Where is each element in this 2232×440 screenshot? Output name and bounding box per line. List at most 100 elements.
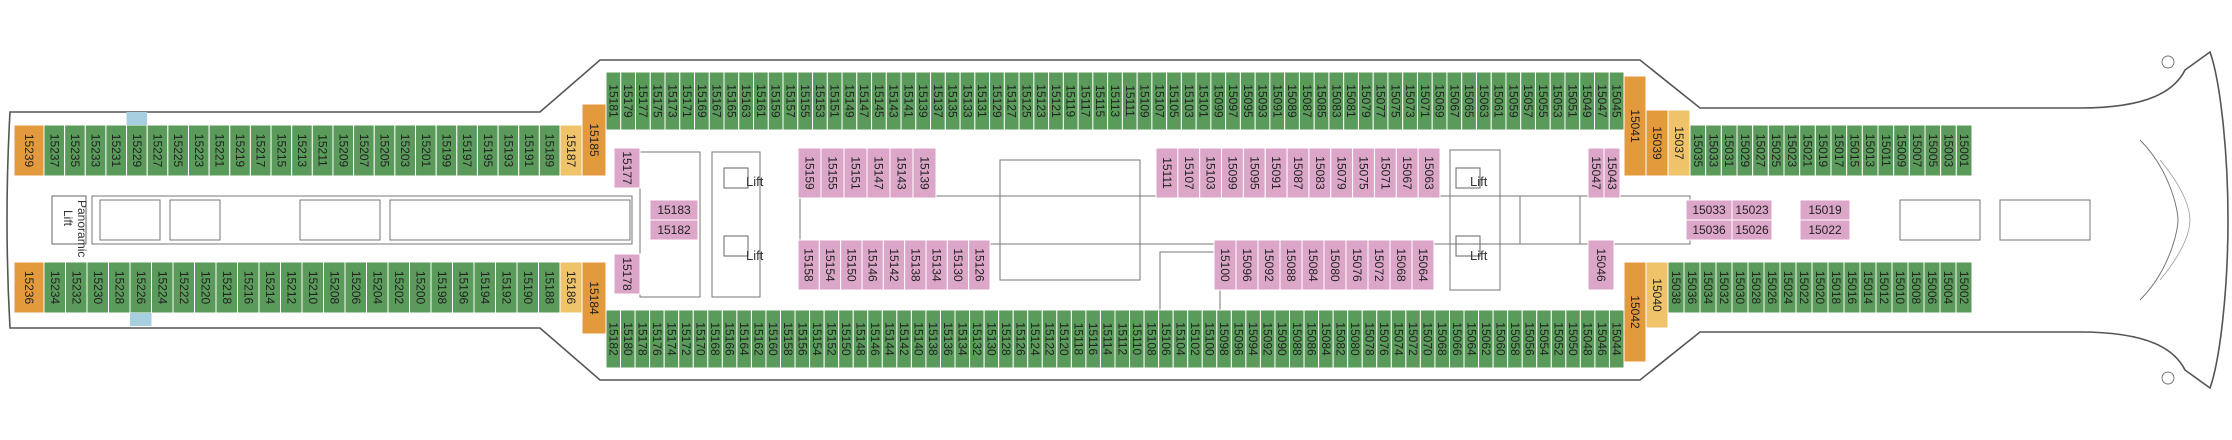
cabin-15019[interactable]: 15019 (1799, 199, 1851, 221)
cabin-15226[interactable]: 15226 (129, 261, 152, 314)
cabin-15066[interactable]: 15066 (1448, 309, 1465, 369)
cabin-15046[interactable]: 15046 (1594, 309, 1610, 369)
cabin-15052[interactable]: 15052 (1550, 309, 1567, 369)
cabin-15150[interactable]: 15150 (838, 309, 854, 369)
cabin-15070[interactable]: 15070 (1419, 309, 1436, 369)
cabin-15107[interactable]: 15107 (1177, 147, 1201, 199)
cabin-15069[interactable]: 15069 (1431, 71, 1448, 131)
cabin-15023[interactable]: 15023 (1783, 124, 1801, 177)
cabin-15062[interactable]: 15062 (1478, 309, 1494, 369)
cabin-15092[interactable]: 15092 (1257, 239, 1281, 291)
cabin-15095[interactable]: 15095 (1239, 71, 1256, 131)
cabin-15090[interactable]: 15090 (1274, 309, 1291, 369)
cabin-15096[interactable]: 15096 (1230, 309, 1247, 369)
cabin-15063[interactable]: 15063 (1417, 147, 1441, 199)
cabin-15235[interactable]: 15235 (64, 124, 86, 177)
cabin-15231[interactable]: 15231 (105, 124, 128, 177)
cabin-15049[interactable]: 15049 (1579, 71, 1595, 131)
cabin-15112[interactable]: 15112 (1114, 309, 1131, 369)
cabin-15038[interactable]: 15038 (1667, 261, 1685, 314)
cabin-15068[interactable]: 15068 (1434, 309, 1450, 369)
cabin-15198[interactable]: 15198 (430, 261, 453, 314)
cabin-15227[interactable]: 15227 (146, 124, 169, 177)
cabin-15177[interactable]: 15177 (613, 147, 641, 189)
cabin-15130[interactable]: 15130 (946, 239, 970, 291)
cabin-15018[interactable]: 15018 (1827, 261, 1845, 314)
cabin-15091[interactable]: 15091 (1264, 147, 1288, 199)
cabin-15015[interactable]: 15015 (1846, 124, 1863, 177)
cabin-15139[interactable]: 15139 (912, 147, 937, 199)
cabin-15022[interactable]: 15022 (1799, 219, 1851, 241)
cabin-15158[interactable]: 15158 (797, 239, 820, 291)
cabin-15057[interactable]: 15057 (1520, 71, 1536, 131)
cabin-15078[interactable]: 15078 (1361, 309, 1378, 369)
cabin-15164[interactable]: 15164 (736, 309, 752, 369)
cabin-15133[interactable]: 15133 (959, 71, 976, 131)
cabin-15234[interactable]: 15234 (43, 261, 66, 314)
cabin-15181[interactable]: 15181 (605, 71, 622, 131)
cabin-15211[interactable]: 15211 (311, 124, 334, 177)
cabin-15124[interactable]: 15124 (1027, 309, 1043, 369)
cabin-15168[interactable]: 15168 (707, 309, 723, 369)
cabin-15006[interactable]: 15006 (1923, 261, 1941, 314)
cabin-15080[interactable]: 15080 (1323, 239, 1347, 291)
cabin-15182[interactable]: 15182 (605, 309, 622, 369)
cabin-15003[interactable]: 15003 (1940, 124, 1957, 177)
cabin-15138[interactable]: 15138 (925, 309, 941, 369)
cabin-15213[interactable]: 15213 (291, 124, 313, 177)
cabin-15083[interactable]: 15083 (1328, 71, 1345, 131)
cabin-15137[interactable]: 15137 (930, 71, 946, 131)
cabin-15071[interactable]: 15071 (1373, 147, 1397, 199)
cabin-15111[interactable]: 15111 (1155, 147, 1179, 199)
cabin-15189[interactable]: 15189 (538, 124, 561, 177)
cabin-15236[interactable]: 15236 (13, 261, 45, 314)
cabin-15118[interactable]: 15118 (1070, 309, 1087, 369)
cabin-15221[interactable]: 15221 (208, 124, 231, 177)
cabin-15017[interactable]: 15017 (1830, 124, 1848, 177)
cabin-15089[interactable]: 15089 (1284, 71, 1300, 131)
cabin-15087[interactable]: 15087 (1286, 147, 1310, 199)
cabin-15182[interactable]: 15182 (649, 219, 699, 241)
cabin-15127[interactable]: 15127 (1003, 71, 1020, 131)
cabin-15209[interactable]: 15209 (332, 124, 355, 177)
cabin-15086[interactable]: 15086 (1303, 309, 1320, 369)
cabin-15072[interactable]: 15072 (1367, 239, 1391, 291)
cabin-15082[interactable]: 15082 (1332, 309, 1349, 369)
cabin-15033[interactable]: 15033 (1685, 199, 1733, 221)
cabin-15071[interactable]: 15071 (1416, 71, 1433, 131)
cabin-15008[interactable]: 15008 (1907, 261, 1925, 314)
cabin-15126[interactable]: 15126 (1012, 309, 1029, 369)
cabin-15200[interactable]: 15200 (409, 261, 432, 314)
cabin-15191[interactable]: 15191 (518, 124, 540, 177)
cabin-15230[interactable]: 15230 (86, 261, 109, 314)
cabin-15151[interactable]: 15151 (826, 71, 843, 131)
cabin-15099[interactable]: 15099 (1210, 71, 1227, 131)
cabin-15047[interactable]: 15047 (1593, 71, 1610, 131)
cabin-15096[interactable]: 15096 (1235, 239, 1259, 291)
cabin-15109[interactable]: 15109 (1136, 71, 1153, 131)
cabin-15176[interactable]: 15176 (649, 309, 665, 369)
cabin-15123[interactable]: 15123 (1033, 71, 1050, 131)
cabin-15027[interactable]: 15027 (1752, 124, 1769, 177)
cabin-15100[interactable]: 15100 (1201, 309, 1218, 369)
cabin-15106[interactable]: 15106 (1158, 309, 1174, 369)
cabin-15039[interactable]: 15039 (1645, 109, 1669, 177)
cabin-15026[interactable]: 15026 (1763, 261, 1781, 314)
cabin-15185[interactable]: 15185 (581, 103, 607, 177)
cabin-15204[interactable]: 15204 (366, 261, 389, 314)
cabin-15115[interactable]: 15115 (1092, 71, 1109, 131)
cabin-15028[interactable]: 15028 (1747, 261, 1765, 314)
cabin-15068[interactable]: 15068 (1389, 239, 1413, 291)
cabin-15005[interactable]: 15005 (1924, 124, 1942, 177)
cabin-15220[interactable]: 15220 (194, 261, 217, 314)
cabin-15145[interactable]: 15145 (871, 71, 887, 131)
cabin-15206[interactable]: 15206 (344, 261, 367, 314)
cabin-15084[interactable]: 15084 (1318, 309, 1334, 369)
cabin-15010[interactable]: 15010 (1891, 261, 1909, 314)
cabin-15064[interactable]: 15064 (1411, 239, 1435, 291)
cabin-15108[interactable]: 15108 (1143, 309, 1160, 369)
cabin-15142[interactable]: 15142 (896, 309, 912, 369)
cabin-15053[interactable]: 15053 (1549, 71, 1566, 131)
cabin-15172[interactable]: 15172 (678, 309, 694, 369)
cabin-15205[interactable]: 15205 (373, 124, 396, 177)
